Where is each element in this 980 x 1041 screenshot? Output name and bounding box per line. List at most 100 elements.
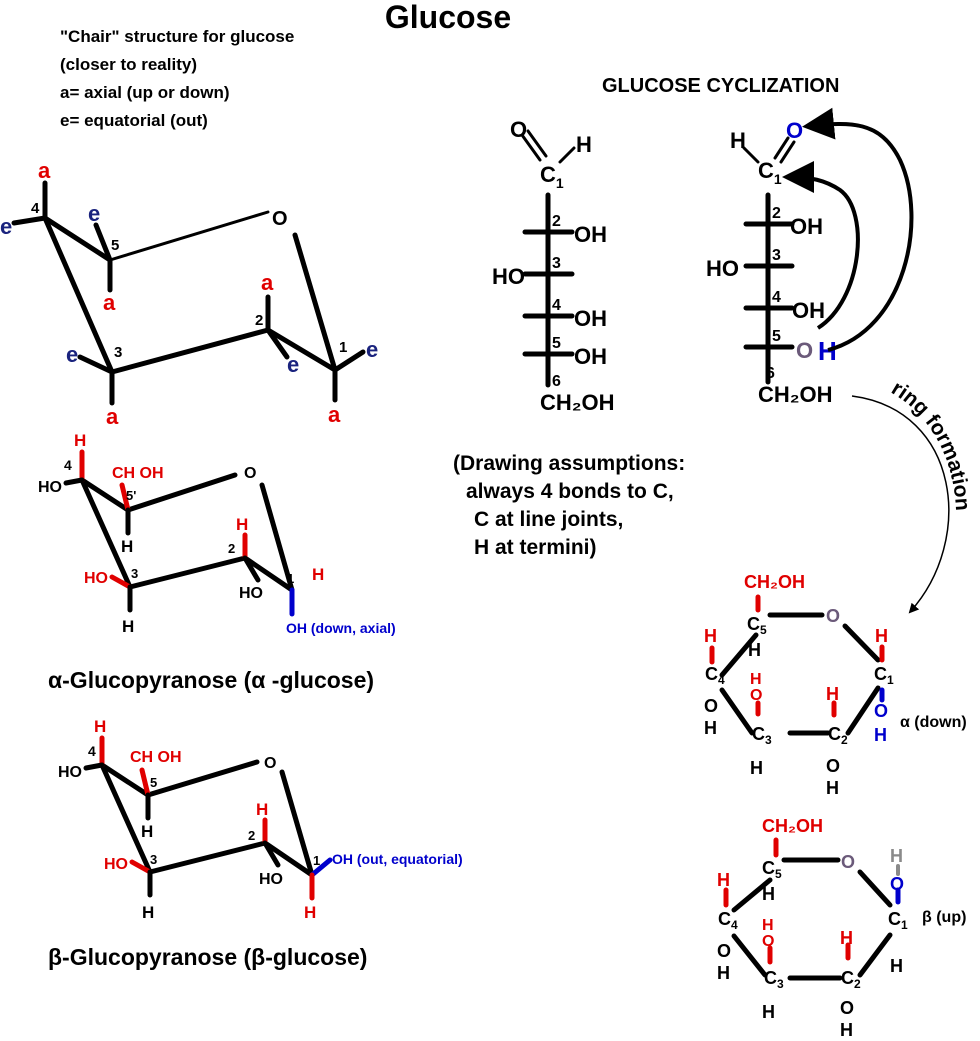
chair-axial-3: a [106, 404, 119, 429]
haworth-beta-h1-top: H [890, 846, 903, 866]
haworth-alpha-c1: C1 [874, 664, 894, 687]
haworth-beta-h5: H [762, 884, 775, 904]
beta-ring-oxygen: O [264, 755, 276, 772]
haworth-alpha-h2-top: H [826, 684, 839, 704]
fischer1-c1: C1 [540, 162, 564, 191]
haworth-beta-h2-top: H [840, 928, 853, 948]
beta-h-5: H [141, 822, 153, 841]
haworth-alpha-h4: H [704, 626, 717, 646]
alpha-num-4: 4 [64, 457, 72, 473]
haworth-alpha-c2: C2 [828, 724, 848, 747]
beta-ho-3: HO [104, 856, 128, 873]
fischer2-num-6: 6 [766, 365, 775, 382]
chair-note-line2: (closer to reality) [60, 55, 197, 74]
haworth-alpha-h3: H [750, 758, 763, 778]
alpha-num-5: 5' [126, 488, 136, 503]
fischer1-oh-5: OH [574, 344, 607, 369]
beta-name: β-Glucopyranose (β-glucose) [48, 944, 367, 970]
haworth-alpha-h2: H [826, 778, 839, 798]
alpha-num-2: 2 [228, 541, 235, 556]
haworth-beta-ring-o: O [841, 852, 855, 872]
haworth-alpha-o3-top: O [750, 687, 762, 704]
alpha-h-1: H [312, 565, 324, 584]
fischer-cyclizing: H O C1 2 OH 3 HO 4 OH 5 O H 6 CH₂OH [706, 107, 914, 407]
ring-formation-arrow: ring formation [851, 377, 974, 614]
haworth-beta-c4: C4 [718, 909, 738, 932]
haworth-beta-h3: H [762, 1002, 775, 1022]
chair-axial-4: a [38, 158, 51, 183]
haworth-alpha-o2: O [826, 756, 840, 776]
chair-axial-5: a [103, 290, 116, 315]
haworth-alpha-ring-o: O [826, 606, 840, 626]
chair-num-5: 5 [111, 237, 119, 254]
fischer2-oh-2: OH [790, 214, 823, 239]
haworth-beta-o4: O [717, 941, 731, 961]
assumptions-line3: C at line joints, [474, 508, 623, 531]
haworth-beta-label: β (up) [922, 909, 966, 926]
assumptions-line4: H at termini) [474, 536, 597, 559]
alpha-name: α-Glucopyranose (α -glucose) [48, 667, 374, 693]
ring-formation-curve [851, 395, 950, 614]
electron-arrow-outer [802, 107, 914, 352]
cyclization-heading: GLUCOSE CYCLIZATION [602, 75, 839, 97]
chair-note-line4: e= equatorial (out) [60, 111, 208, 130]
fischer2-num-4: 4 [772, 289, 781, 306]
haworth-alpha-h1: H [875, 626, 888, 646]
fischer1-aldehyde-o: O [510, 117, 527, 142]
chair-num-1: 1 [339, 339, 347, 356]
chair-axial-1: a [328, 402, 341, 427]
fischer2-num-3: 3 [772, 247, 781, 264]
alpha-h-4: H [74, 431, 86, 450]
beta-ho-4: HO [58, 764, 82, 781]
page-title: Glucose [385, 0, 511, 35]
alpha-h-3: H [122, 617, 134, 636]
beta-ch2oh: CH OH [130, 749, 182, 766]
beta-num-2: 2 [248, 828, 255, 843]
chair-equatorial-1: e [366, 337, 378, 362]
fischer1-oh-2: OH [574, 222, 607, 247]
fischer2-oh-4: OH [792, 298, 825, 323]
haworth-alpha-c3: C3 [752, 724, 772, 747]
fischer1-num-3: 3 [552, 255, 561, 272]
alpha-num-1: 1 [287, 571, 294, 586]
fischer2-c1: C1 [758, 158, 782, 187]
haworth-beta-ch2oh: CH₂OH [762, 816, 823, 836]
chair-structure: O 4 5 3 2 1 a e e a e a a e e a [0, 158, 378, 429]
beta-ho-2: HO [259, 871, 283, 888]
chair-notes: "Chair" structure for glucose (closer to… [60, 27, 294, 130]
alpha-ring-oxygen: O [244, 465, 256, 482]
haworth-beta-o2: O [840, 998, 854, 1018]
haworth-beta-h4b: H [717, 963, 730, 983]
haworth-alpha-h1-bottom: H [874, 725, 887, 745]
haworth-alpha-c5: C5 [747, 614, 767, 637]
haworth-beta-c2: C2 [841, 968, 861, 991]
alpha-oh-note: OH (down, axial) [286, 620, 396, 636]
chair-ring-oxygen: O [272, 208, 288, 230]
fischer1-num-6: 6 [552, 373, 561, 390]
haworth-beta-c5: C5 [762, 858, 782, 881]
beta-num-1: 1 [313, 853, 320, 868]
beta-glucopyranose: H 4 HO CH OH 5 O H HO 3 H H 2 HO 1 OH (o… [48, 717, 463, 970]
haworth-alpha: CH₂OH C5 H O H C4 O H H O C3 H H C2 O H … [704, 572, 967, 798]
fischer1-ch2oh: CH₂OH [540, 390, 615, 415]
haworth-beta-h3-top: H [762, 917, 774, 934]
haworth-alpha-c4: C4 [705, 664, 725, 687]
fischer1-num-5: 5 [552, 335, 561, 352]
chair-note-line3: a= axial (up or down) [60, 83, 230, 102]
haworth-alpha-h3-top: H [750, 671, 762, 688]
chair-num-3: 3 [114, 344, 122, 361]
chair-num-2: 2 [255, 312, 263, 329]
haworth-beta: CH₂OH C5 H O H O β (up) H C4 O H H O C3 … [717, 816, 966, 1040]
haworth-beta-o3-top: O [762, 933, 774, 950]
alpha-h-5: H [121, 537, 133, 556]
haworth-alpha-label: α (down) [900, 714, 967, 731]
haworth-alpha-h4b: H [704, 718, 717, 738]
haworth-alpha-ch2oh: CH₂OH [744, 572, 805, 592]
fischer2-num-5: 5 [772, 328, 781, 345]
alpha-num-3: 3 [131, 566, 138, 581]
alpha-ch2oh: CH OH [112, 465, 164, 482]
haworth-alpha-o4: O [704, 696, 718, 716]
haworth-beta-h4: H [717, 870, 730, 890]
alpha-glucopyranose: H 4 HO CH OH 5' O H HO 3 H H 2 HO 1 H OH… [38, 431, 396, 693]
alpha-ho-4: HO [38, 479, 62, 496]
